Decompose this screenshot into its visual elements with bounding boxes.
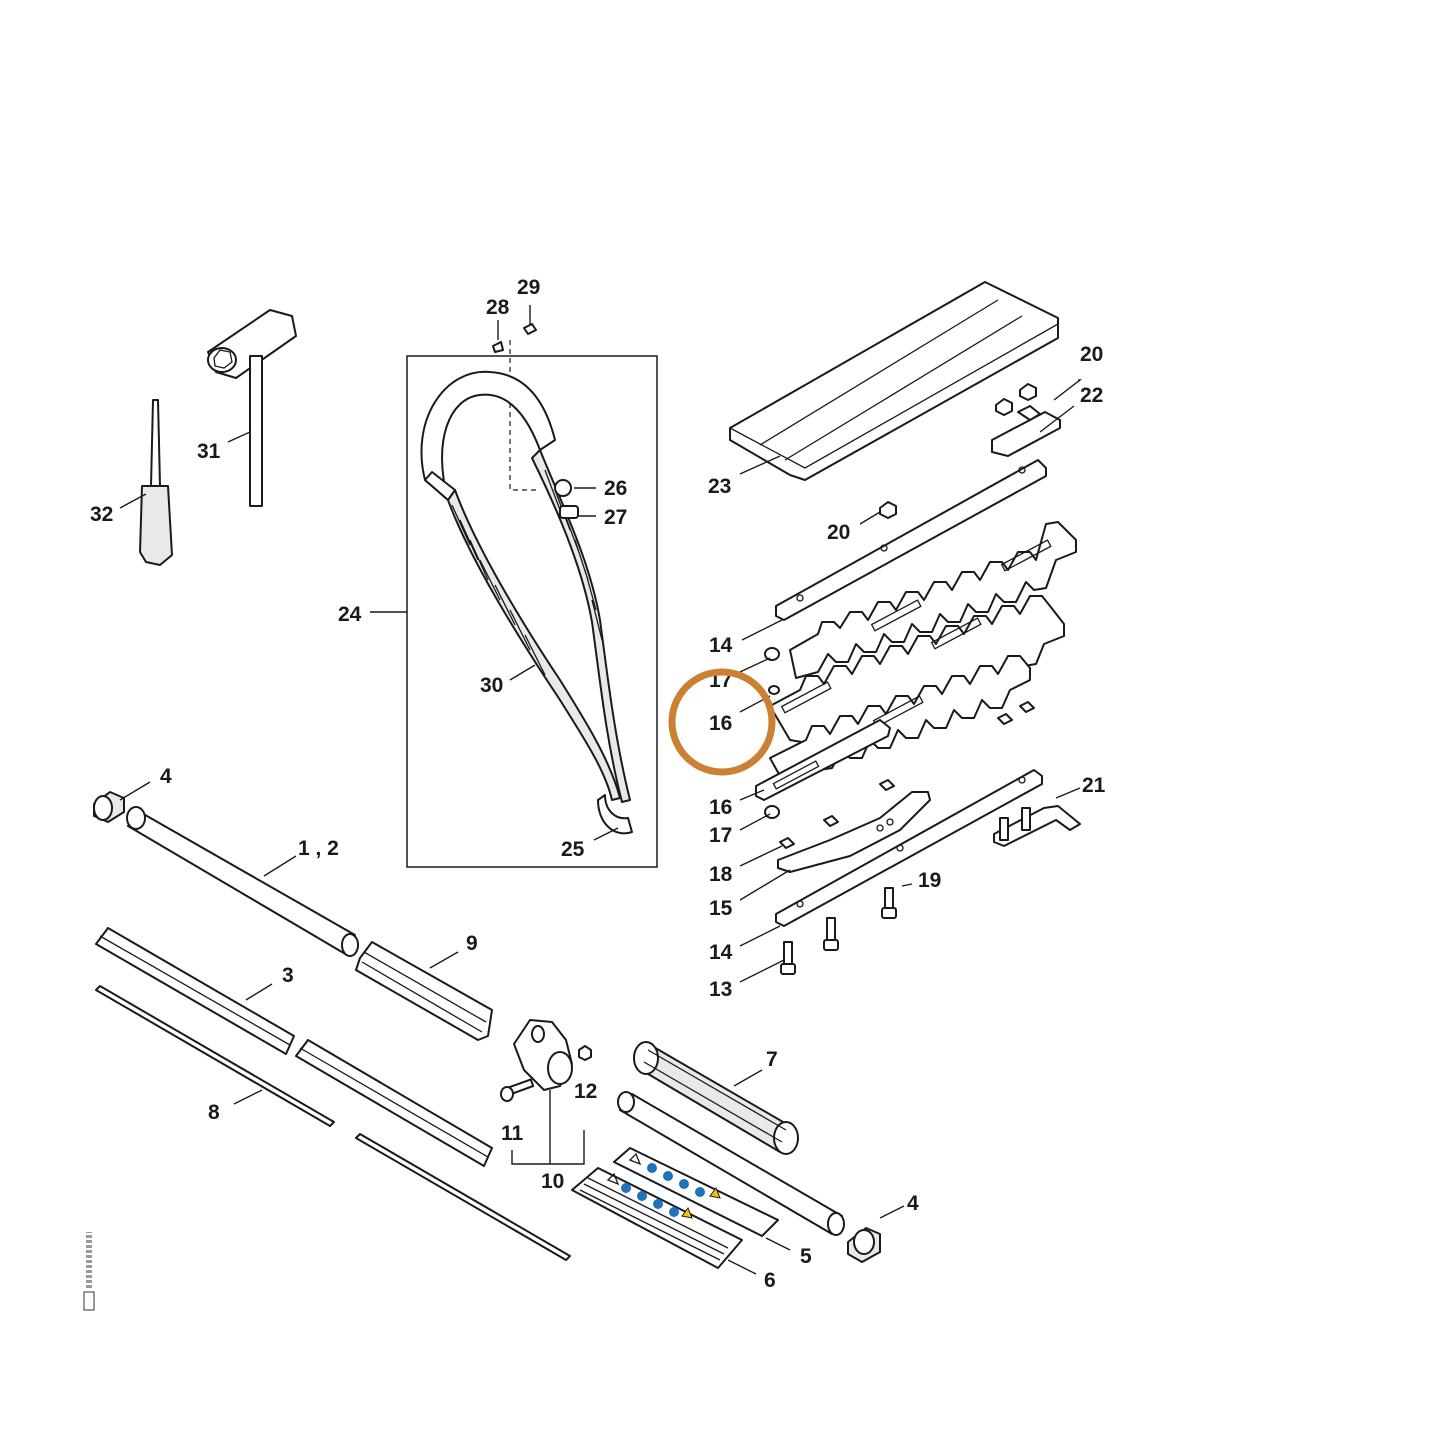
callout-4-right: 4 (907, 1192, 919, 1215)
callout-14-top: 14 (709, 634, 733, 657)
callout-26: 26 (604, 477, 627, 500)
callout-19: 19 (918, 869, 941, 892)
screwdriver-icon (139, 399, 173, 566)
shaft-tube-lower-icon (617, 1091, 845, 1236)
callout-6: 6 (764, 1269, 776, 1292)
callout-13: 13 (709, 978, 732, 1001)
clamp-icon (513, 1019, 573, 1091)
blade-guard-icon (729, 281, 1059, 481)
square-nut-icon (779, 837, 795, 849)
hex-nut-icon (995, 398, 1013, 416)
bracket-icon (991, 405, 1061, 457)
callout-24: 24 (338, 603, 362, 626)
callout-17-bottom: 17 (709, 824, 732, 847)
square-nut-icon (823, 815, 839, 827)
clamp-screw-icon (500, 1078, 535, 1102)
screw-icon (780, 941, 796, 975)
callout-22: 22 (1080, 384, 1103, 407)
washer-icon (768, 685, 780, 695)
callout-32: 32 (90, 503, 113, 526)
square-nut-icon (1019, 701, 1035, 713)
callout-8: 8 (208, 1101, 220, 1124)
callout-29: 29 (517, 276, 540, 299)
hex-nut-icon (578, 1045, 592, 1061)
callout-16-top: 16 (709, 712, 732, 735)
callout-12: 12 (574, 1080, 597, 1103)
drive-shaft-icon (95, 985, 335, 1127)
warning-label-icon (613, 1147, 779, 1237)
screw-icon (881, 887, 897, 919)
leader-lines (119, 305, 1083, 1275)
callout-28: 28 (486, 296, 510, 319)
drawing-code (83, 1232, 95, 1311)
callout-15: 15 (709, 897, 733, 920)
clamping-plate-lower-icon (775, 769, 1043, 927)
shoulder-strap-icon (420, 370, 633, 835)
bushing-icon (847, 1227, 881, 1263)
bracket-leader-10 (511, 1090, 585, 1165)
hex-nut-icon (1019, 383, 1037, 401)
spline-tube-icon (355, 941, 493, 1041)
callout-27: 27 (604, 506, 627, 529)
callout-14-bottom: 14 (709, 941, 733, 964)
sliding-plate-icon (755, 719, 891, 801)
shaft-tube-icon (126, 806, 359, 957)
callout-25: 25 (561, 838, 585, 861)
callout-31: 31 (197, 440, 221, 463)
square-nut-icon (879, 779, 895, 791)
callout-20-top: 20 (1080, 343, 1103, 366)
callout-23: 23 (708, 475, 731, 498)
warning-label-icon (571, 1167, 743, 1269)
callout-7: 7 (766, 1048, 778, 1071)
hex-nut-icon (879, 501, 897, 519)
callout-1-2: 1 , 2 (298, 837, 339, 860)
deflector-icon (993, 805, 1081, 847)
callout-21: 21 (1082, 774, 1106, 797)
blade-guide-icon (777, 791, 931, 873)
grip-hose-icon (633, 1041, 799, 1155)
drive-shaft-icon (355, 1133, 571, 1261)
bushing-icon (93, 791, 125, 823)
hedge-blade-upper-icon (789, 521, 1077, 679)
strap-screw-icon (492, 341, 504, 353)
inner-tube-icon (95, 927, 493, 1167)
strap-nut-icon (523, 323, 537, 335)
callout-16-bottom: 16 (709, 796, 732, 819)
spacer-sleeve-icon (764, 647, 780, 661)
callout-10: 10 (541, 1170, 564, 1193)
callout-11: 11 (501, 1122, 524, 1145)
square-nut-icon (997, 713, 1013, 725)
callout-4-left: 4 (160, 765, 172, 788)
callout-20-mid: 20 (827, 521, 850, 544)
highlight-circle (668, 668, 776, 776)
callout-18: 18 (709, 863, 733, 886)
callout-3: 3 (282, 964, 294, 987)
callout-9: 9 (466, 932, 478, 955)
screw-icon (823, 917, 839, 951)
callout-5: 5 (800, 1245, 812, 1268)
combination-wrench-icon (207, 309, 297, 507)
callout-30: 30 (480, 674, 503, 697)
callouts: 28 29 31 32 26 27 24 30 25 20 22 23 20 1… (90, 276, 1106, 1292)
clamping-plate-icon (775, 459, 1047, 621)
